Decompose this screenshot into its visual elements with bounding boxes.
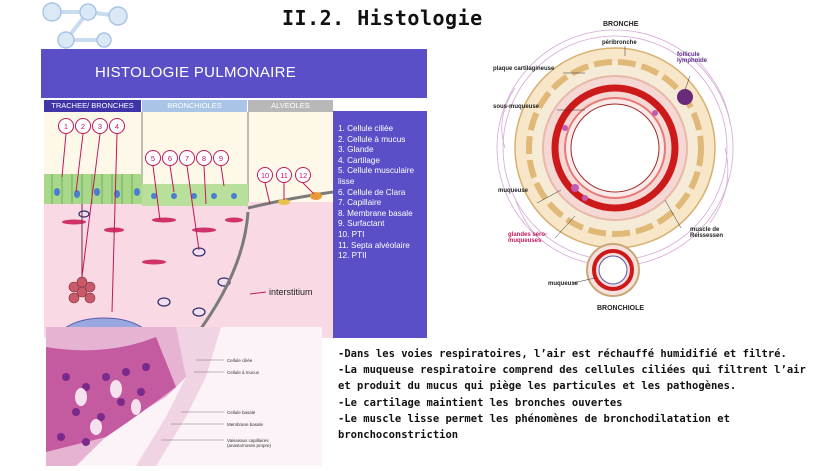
page-title: II.2. Histologie bbox=[282, 6, 483, 30]
callout-3: 3 bbox=[98, 122, 102, 131]
legend-item: 4. Cartilage bbox=[338, 155, 380, 165]
legend-item: 7. Capillaire bbox=[338, 198, 382, 208]
bullet-item: -Dans les voies respiratoires, l’air est… bbox=[338, 348, 787, 360]
bullet-text: -Dans les voies respiratoires, l’air est… bbox=[338, 346, 818, 443]
bullet-item: -Le muscle lisse permet les phénomènes d… bbox=[338, 412, 730, 442]
legend-item: 1. Cellule ciliée bbox=[338, 124, 394, 133]
legend-item: 9. Surfactant bbox=[338, 219, 385, 229]
callout-10: 10 bbox=[261, 171, 269, 180]
legend-item: 6. Cellule de Clara bbox=[338, 187, 406, 197]
bronche-title: BRONCHE bbox=[603, 21, 639, 28]
histology-illustration: 1 2 3 4 5 6 7 8 9 10 11 12 bbox=[44, 112, 333, 338]
column-bronchioles: BRONCHIOLES bbox=[142, 100, 247, 112]
label-sous-muqueuse: sous-muqueuse bbox=[493, 104, 540, 110]
label-follicule: follicule lymphoïde bbox=[677, 52, 708, 64]
legend-item: 8. Membrane basale bbox=[338, 208, 413, 218]
callout-8: 8 bbox=[202, 154, 206, 163]
photo-label: Cellule à mucus bbox=[227, 370, 260, 375]
label-muqueuse-bronchiole: muqueuse bbox=[548, 281, 579, 287]
callout-4: 4 bbox=[115, 122, 119, 131]
photo-label: Cellule ciliée bbox=[227, 358, 253, 363]
bullet-item: -Le cartilage maintient les bronches ouv… bbox=[338, 396, 623, 409]
column-trachee: TRACHEE/ BRONCHES bbox=[44, 100, 141, 112]
legend-item: 10. PTI bbox=[338, 229, 365, 239]
photo-label: Membrane basale bbox=[227, 422, 264, 427]
label-muscle: muscle de Reissessen bbox=[690, 227, 724, 239]
callout-7: 7 bbox=[185, 154, 189, 163]
callout-2: 2 bbox=[81, 122, 85, 131]
callout-12: 12 bbox=[299, 171, 307, 180]
photo-label: Vaisseaux capillaires (anastomoses propr… bbox=[227, 438, 272, 448]
callout-1: 1 bbox=[64, 122, 68, 131]
legend-item: 5. Cellule musculaire lisse bbox=[338, 166, 414, 186]
legend-item: 2. Cellule à mucus bbox=[338, 134, 406, 144]
callout-9: 9 bbox=[219, 154, 223, 163]
label-glandes: glandes séro-muqueuses bbox=[508, 232, 548, 244]
histology-legend: 1. Cellule ciliée 2. Cellule à mucus 3. … bbox=[333, 111, 427, 338]
interstitium-label: interstitium bbox=[269, 287, 313, 297]
micrograph-image bbox=[46, 327, 322, 466]
legend-item: 12. PTII bbox=[338, 251, 367, 261]
column-alveoles: ALVEOLES bbox=[248, 100, 333, 112]
molecule-decoration-icon bbox=[42, 2, 128, 49]
histology-title: HISTOLOGIE PULMONAIRE bbox=[95, 64, 297, 81]
callout-6: 6 bbox=[168, 154, 172, 163]
callout-5: 5 bbox=[151, 154, 155, 163]
micrograph-photo: Cellule ciliée Cellule à mucus Cellule b… bbox=[46, 327, 322, 466]
bronchiole-title: BRONCHIOLE bbox=[597, 305, 645, 312]
callout-11: 11 bbox=[280, 171, 288, 180]
histology-panel: HISTOLOGIE PULMONAIRE TRACHEE/ BRONCHES … bbox=[41, 49, 427, 338]
legend-item: 11. Septa alvéolaire bbox=[338, 240, 410, 250]
photo-label: Cellule basale bbox=[227, 410, 256, 415]
bronche-diagram bbox=[496, 29, 734, 297]
label-peribronche: péribronche bbox=[602, 40, 637, 46]
bullet-item: -La muqueuse respiratoire comprend des c… bbox=[338, 364, 806, 393]
histology-header: HISTOLOGIE PULMONAIRE bbox=[41, 49, 427, 98]
label-plaque: plaque cartilagineuse bbox=[493, 66, 555, 72]
legend-item: 3. Glande bbox=[338, 145, 374, 155]
label-muqueuse: muqueuse bbox=[498, 188, 529, 194]
